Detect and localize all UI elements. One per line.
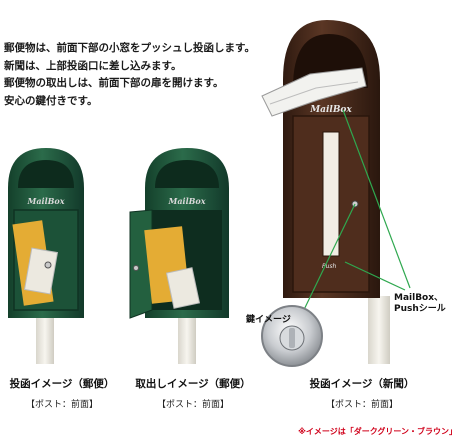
intro-line: 新聞は、上部投函口に差し込みます。 [4, 59, 182, 72]
intro-line: 安心の鍵付きです。 [4, 94, 98, 107]
keyhole-icon [289, 328, 295, 348]
mailbox-seal-line: Pushシール [394, 304, 446, 314]
color-note: ※イメージは「ダークグリーン・ブラウン」 [298, 427, 457, 436]
center-lock-icon [133, 265, 139, 271]
green-mailbox-open [129, 148, 229, 364]
mailbox-seal-label: MailBox、 Pushシール [394, 293, 446, 315]
intro-line: 郵便物の取出しは、前面下部の扉を開けます。 [4, 77, 224, 89]
caption-posting-newspaper-sub: 【ポスト：前面】 [325, 400, 398, 410]
center-box-plate: MailBox [168, 196, 206, 206]
key-closeup [261, 305, 323, 367]
left-post [36, 318, 54, 364]
caption-posting-mail: 投函イメージ（郵便） [9, 378, 115, 390]
green-mailbox-posting [8, 148, 84, 364]
caption-retrieval-mail: 取出しイメージ（郵便） [135, 378, 251, 390]
caption-posting-mail-sub: 【ポスト：前面】 [25, 400, 98, 410]
push-plate: Push [322, 263, 337, 270]
key-image-label: 鍵イメージ [246, 315, 291, 325]
right-box-plate: MailBox [309, 105, 352, 115]
newspaper-fold [269, 81, 359, 105]
lock-pointer-line [299, 203, 356, 319]
newspaper-icon [261, 67, 367, 117]
caption-retrieval-mail-sub: 【ポスト：前面】 [156, 400, 229, 410]
letter-icon-center [165, 267, 201, 309]
left-box-plate: MailBox [27, 196, 65, 206]
plate-pointer-line [342, 109, 411, 289]
push-pointer-line [344, 261, 406, 291]
right-post [368, 296, 390, 364]
left-lock-icon [44, 261, 52, 269]
intro-text: 郵便物は、前面下部の小窓をプッシュし投函します。 新聞は、上部投函口に差し込みま… [4, 40, 255, 110]
mailbox-seal-line: MailBox、 [394, 293, 444, 303]
caption-posting-newspaper: 投函イメージ（新聞） [309, 378, 415, 390]
center-top-slot [155, 160, 219, 188]
letter-icon [23, 247, 59, 295]
intro-line: 郵便物は、前面下部の小窓をプッシュし投函します。 [4, 42, 255, 54]
left-top-slot [18, 160, 74, 188]
center-post [178, 318, 196, 364]
push-window [322, 131, 340, 257]
brown-mailbox-newspaper [261, 20, 390, 364]
